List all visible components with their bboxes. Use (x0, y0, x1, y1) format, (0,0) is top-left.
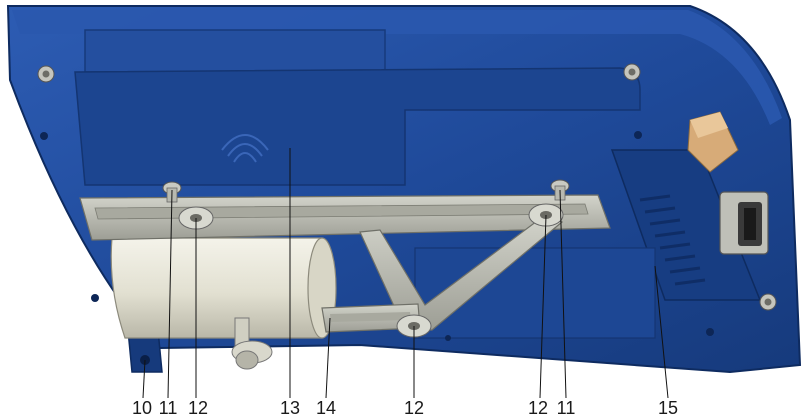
callout-12a: 12 (188, 398, 208, 418)
callout-12b: 12 (404, 398, 424, 418)
upper-panel (84, 29, 386, 73)
mounting-holes (40, 131, 714, 341)
leader-12c (539, 214, 547, 399)
callout-14: 14 (316, 398, 336, 418)
leader-14 (325, 317, 331, 399)
leader-11a (167, 189, 173, 399)
bracket-lower-slot (330, 312, 411, 322)
valve-knob-face (235, 350, 259, 370)
d-sub-pins (744, 208, 756, 240)
callout-12c: 12 (528, 398, 548, 418)
leader-15 (654, 265, 669, 399)
connector-assembly (687, 111, 769, 255)
leader-11b (559, 189, 567, 399)
callout-15: 15 (658, 398, 678, 418)
inner-panel (74, 67, 641, 186)
callout-13: 13 (280, 398, 300, 418)
screw-heads (37, 63, 777, 311)
callout-11b: 11 (557, 398, 576, 418)
housing-top-rim (12, 10, 782, 125)
leader-10 (142, 359, 146, 399)
bracket-rail-slot (94, 203, 589, 220)
cooling-ribs (639, 194, 706, 286)
bracket (79, 179, 611, 338)
callout-10: 10 (132, 398, 152, 418)
tan-connector-top (690, 112, 728, 138)
leader-lines (142, 148, 669, 399)
cylinder-body (110, 237, 332, 339)
embossed-logo (221, 134, 269, 163)
callout-11a: 11 (159, 398, 178, 418)
callout-labels: 10 11 12 13 14 12 12 11 15 (132, 398, 678, 418)
